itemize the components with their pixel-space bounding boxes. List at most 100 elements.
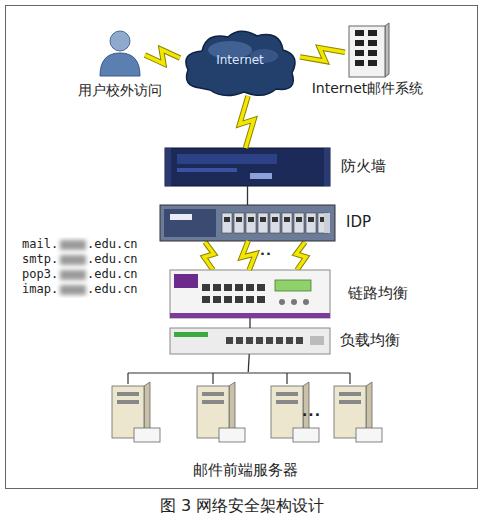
drive-slot	[355, 60, 364, 66]
node-label: Internet邮件系统	[300, 80, 435, 96]
port-hole	[226, 337, 233, 344]
server-case	[349, 26, 385, 77]
lightning-bolt	[204, 242, 214, 270]
device-stripe	[174, 332, 208, 337]
server-group-node: 邮件前端服务器	[100, 372, 390, 484]
drive-slot	[117, 400, 139, 404]
drop-wire	[349, 373, 350, 384]
load-balancer-device	[170, 328, 330, 354]
port-hole	[236, 217, 242, 222]
firewall-device	[165, 148, 330, 186]
node-label: 负载均衡	[340, 332, 420, 349]
figure-caption: 图 3 网络安全架构设计	[0, 497, 484, 515]
lightning-link	[145, 49, 180, 63]
drive-slot	[276, 392, 298, 396]
link-balancer-node: 链路均衡	[170, 270, 330, 318]
wire-link	[250, 318, 251, 328]
port-hole	[246, 296, 254, 303]
user-head	[110, 31, 130, 51]
wire-link	[248, 354, 249, 372]
port-hole	[224, 217, 230, 222]
port-hole	[296, 217, 302, 222]
port-block	[306, 213, 316, 233]
port-hole	[260, 217, 266, 222]
device-ear	[324, 148, 330, 186]
internet-cloud: Internet	[180, 26, 300, 100]
drive-slot	[202, 400, 224, 404]
device-logo	[250, 173, 272, 179]
node-label: 邮件前端服务器	[100, 462, 390, 479]
drive-slot	[339, 392, 361, 396]
device-logo	[170, 214, 192, 220]
device-body	[165, 148, 330, 186]
port-hole	[213, 284, 221, 291]
user-node: 用户校外访问	[95, 28, 145, 78]
drive-slot	[368, 50, 377, 56]
port-hole	[235, 296, 243, 303]
port-hole	[236, 337, 243, 344]
drive-slot	[339, 400, 361, 404]
user-body	[100, 53, 140, 76]
port-hole	[272, 217, 278, 222]
node-label: Internet	[180, 54, 300, 68]
device-button	[279, 299, 285, 305]
bus-wire	[128, 372, 350, 373]
drive-slot	[368, 40, 377, 46]
drive-slot	[355, 30, 364, 36]
port-hole	[284, 217, 290, 222]
port-hole	[246, 337, 253, 344]
device-panel	[164, 209, 216, 237]
port-hole	[248, 217, 254, 222]
device-body	[170, 270, 330, 318]
port-hole	[256, 337, 263, 344]
domain-name: pop3. .edu.cn	[22, 268, 138, 281]
mail-system-node: Internet邮件系统	[345, 22, 390, 78]
node-label: 用户校外访问	[55, 82, 185, 98]
node-label: 链路均衡	[348, 285, 428, 302]
port-block	[294, 213, 304, 233]
port-hole	[246, 284, 254, 291]
device-body	[170, 328, 330, 354]
port-hole	[202, 284, 210, 291]
lightning-bolt	[240, 96, 254, 148]
device-band	[177, 168, 237, 172]
user-icon	[95, 28, 145, 78]
drive-slot	[202, 392, 224, 396]
lightning-link	[240, 96, 254, 148]
wire-line	[249, 318, 250, 328]
lightning-bolt	[204, 242, 214, 270]
port-hole	[296, 337, 303, 344]
domain-name: smtp. .edu.cn	[22, 253, 138, 266]
drop-wire	[212, 373, 213, 384]
device-band	[177, 154, 277, 164]
lightning-bolt	[296, 242, 306, 270]
drive-slot	[276, 400, 298, 404]
link-balancer-device	[170, 270, 330, 318]
device-panel	[310, 336, 324, 345]
lightning-bolt	[296, 242, 306, 270]
drive-slot	[355, 50, 364, 56]
lcd-display	[275, 280, 311, 291]
drive-slot	[117, 392, 139, 396]
drop-wire	[286, 373, 287, 384]
port-hole	[202, 296, 210, 303]
figure-frame	[6, 6, 478, 489]
lightning-link	[242, 241, 256, 270]
lightning-outline	[240, 96, 254, 148]
port-hole	[224, 296, 232, 303]
port-block	[270, 213, 280, 233]
server-card	[134, 428, 160, 442]
domain-name: mail. .edu.cn	[22, 238, 138, 251]
domain-name: imap. .edu.cn	[22, 283, 138, 296]
idp-device	[160, 205, 335, 241]
device-button	[303, 299, 309, 305]
wire-line	[247, 186, 248, 205]
server-side	[385, 23, 389, 77]
device-button	[291, 299, 297, 305]
port-hole	[257, 296, 265, 303]
lightning-bolt	[300, 48, 345, 61]
drive-slot	[355, 40, 364, 46]
port-block	[324, 213, 330, 233]
device-ear	[165, 148, 171, 186]
